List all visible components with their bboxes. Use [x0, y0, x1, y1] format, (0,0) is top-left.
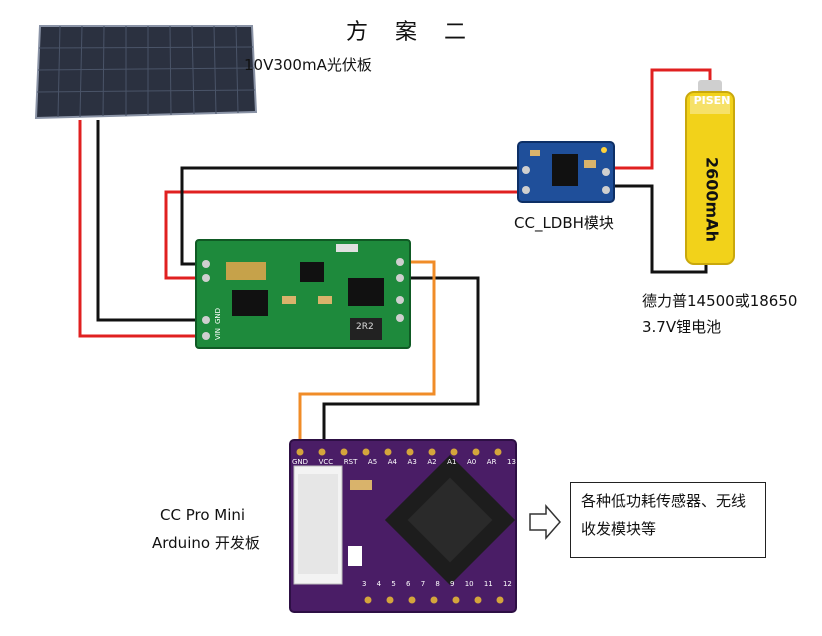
diagram-title: 方 案 二: [346, 20, 476, 45]
solar-panel: [34, 25, 258, 120]
solar-panel-label: 10V300mA光伏板: [244, 56, 372, 74]
pin-label: A5: [367, 458, 378, 466]
battery-brand: PISEN: [693, 94, 731, 107]
pin-label: A0: [466, 458, 477, 466]
battery-label-line2: 3.7V锂电池: [642, 318, 722, 336]
hollow-right-arrow-icon: [529, 504, 561, 540]
battery-capacity: 2600mAh: [702, 157, 722, 242]
pro-mini-board: [289, 439, 517, 613]
board-label-line1: CC Pro Mini: [160, 506, 246, 524]
converter-chip-label: 2R2: [356, 322, 374, 332]
pin-label: A2: [427, 458, 437, 466]
battery-label-line1: 德力普14500或18650: [642, 292, 798, 310]
charger-module-label: CC_LDBH模块: [514, 214, 614, 232]
pin-label: A1: [447, 458, 457, 466]
pin-label: A3: [407, 458, 417, 466]
pin-label: A4: [387, 458, 397, 466]
sensor-modules-text: 各种低功耗传感器、无线收发模块等: [581, 492, 747, 538]
pin-label: 5: [391, 580, 396, 588]
pin-label: 3: [362, 580, 367, 588]
pin-label: 6: [406, 580, 411, 588]
pin-label: 12: [502, 580, 512, 588]
pin-label: VCC: [318, 458, 334, 466]
pin-label: 9: [450, 580, 455, 588]
pin-label: AR: [486, 458, 497, 466]
pin-label: 7: [420, 580, 426, 588]
cc-ldbh-module: [517, 141, 615, 203]
pin-label: 4: [376, 580, 382, 588]
converter-pin-vin: VIN: [214, 327, 223, 341]
pin-label: 8: [435, 580, 440, 588]
pin-label: RST: [343, 458, 358, 466]
sensor-modules-box: 各种低功耗传感器、无线收发模块等: [570, 482, 766, 558]
pin-label: 13: [507, 458, 516, 466]
red-wires: [78, 68, 712, 338]
black-wires: [96, 120, 708, 444]
pin-label: 11: [483, 580, 493, 588]
dc-converter-board: [195, 239, 411, 349]
promini-top-pins: GND VCC RST A5 A4 A3 A2 A1 A0 AR 13: [292, 458, 516, 466]
pin-label: 10: [464, 580, 474, 588]
converter-pin-gnd: GND: [214, 307, 223, 325]
pin-label: GND: [292, 458, 309, 466]
orange-wire: [298, 260, 436, 444]
battery: [685, 80, 735, 265]
board-label-line2: Arduino 开发板: [152, 534, 260, 552]
promini-bottom-pins: 3 4 5 6 7 8 9 10 11 12: [362, 580, 512, 588]
